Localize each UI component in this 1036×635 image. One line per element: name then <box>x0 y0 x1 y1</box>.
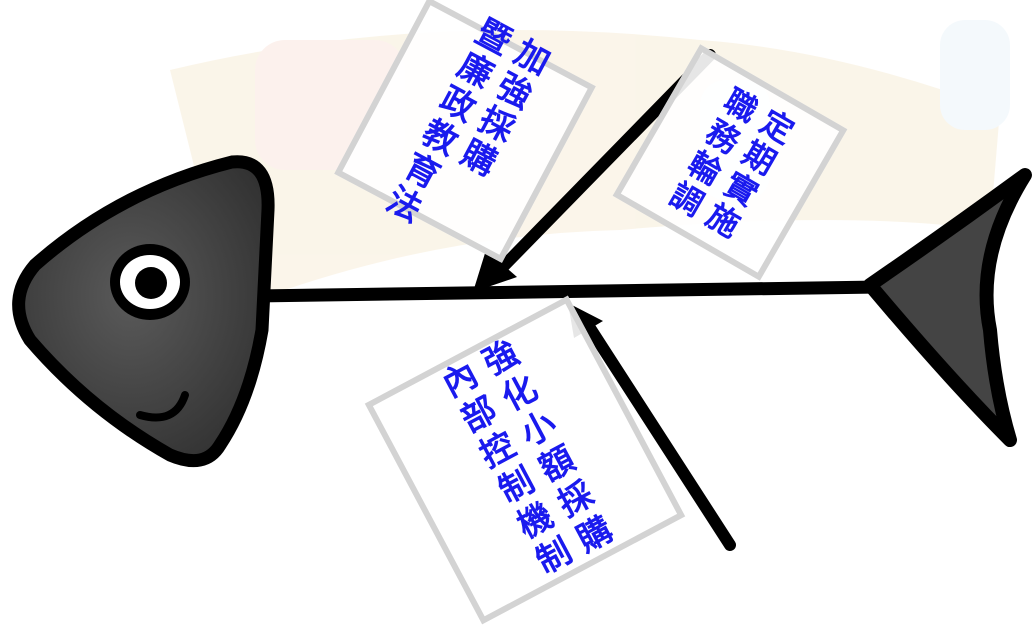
fish-spine <box>248 280 887 303</box>
fish-mouth <box>136 391 189 422</box>
background-illustration <box>170 20 1010 310</box>
cause-text: 定期實施 職務輪調 <box>659 80 801 245</box>
fish-tail <box>863 168 1032 447</box>
fish-eye <box>110 244 190 320</box>
cause-text: 強化小額採購 內部控制機制 <box>430 333 620 587</box>
